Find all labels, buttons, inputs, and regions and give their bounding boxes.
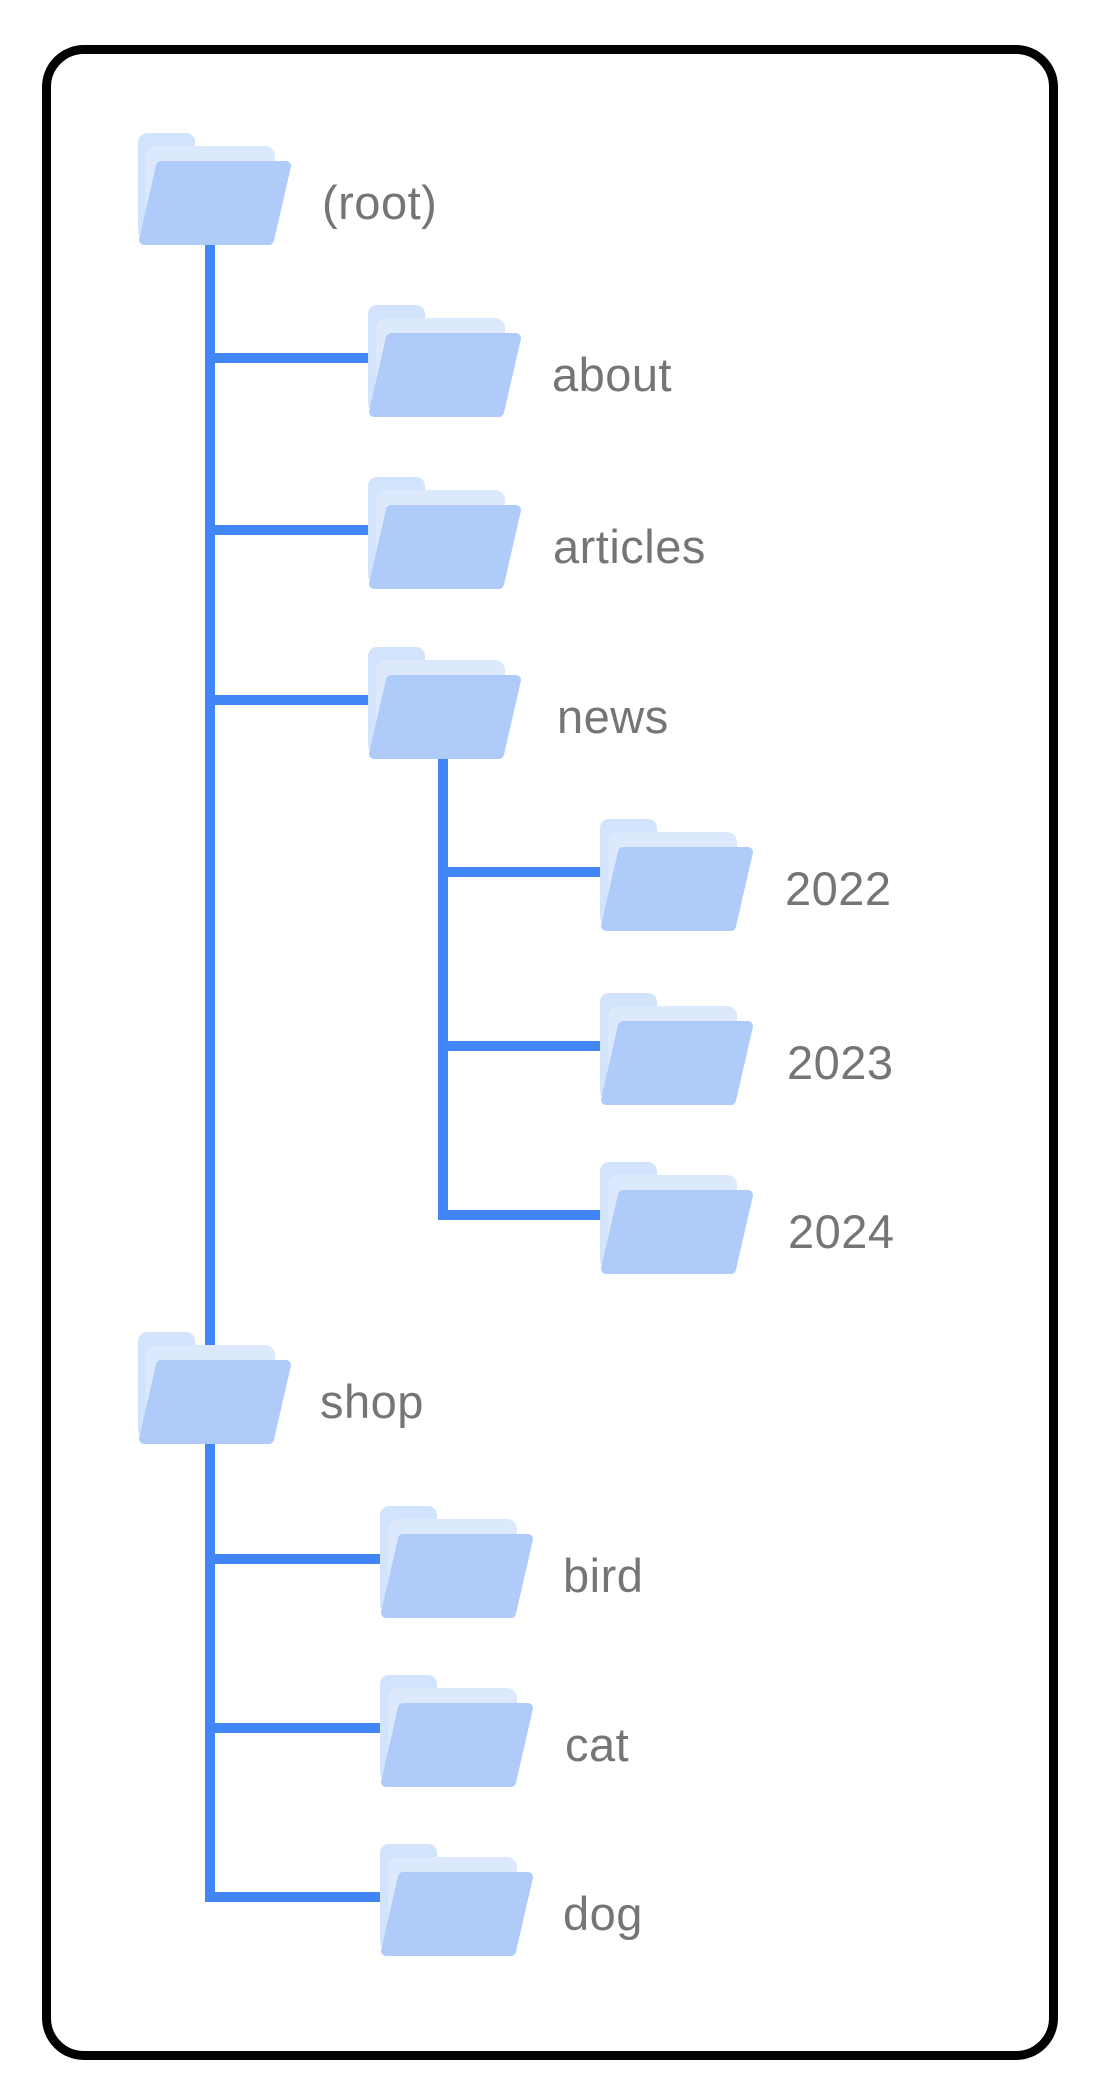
connector-branch-2023 [440,1041,612,1051]
connector-root-trunk [205,240,215,1902]
tree-node-shop [138,1332,293,1445]
connector-branch-bird [207,1554,392,1564]
node-label-bird: bird [563,1549,644,1602]
folder-icon [600,1162,753,1274]
folder-icon [138,133,291,245]
folder-icon [380,1506,533,1618]
node-label-news: news [557,690,669,743]
tree-node-2022 [600,819,755,932]
node-label-root: (root) [322,176,438,229]
node-label-2024: 2024 [788,1205,895,1258]
node-label-dog: dog [563,1887,643,1940]
folder-icon [380,1844,533,1956]
tree-node-cat [380,1675,535,1788]
tree-node-bird [380,1506,535,1619]
connector-branch-2024 [440,1210,612,1220]
folder-icon [600,819,753,931]
tree-node-news [368,647,523,760]
tree-node-articles [368,477,523,590]
tree-node-about [368,305,523,418]
connector-branch-about [207,353,382,363]
node-label-shop: shop [320,1375,424,1428]
node-label-about: about [552,348,673,401]
folder-icon [600,993,753,1105]
connector-branch-cat [207,1723,392,1733]
node-label-cat: cat [565,1718,630,1771]
tree-node-2024 [600,1162,755,1275]
connector-branch-news [207,695,382,705]
folder-icon [368,305,521,417]
connector-branch-articles [207,525,382,535]
folder-icon [138,1332,291,1444]
node-label-2023: 2023 [787,1036,894,1089]
connector-branch-2022 [440,867,612,877]
tree-node-dog [380,1844,535,1957]
connector-news-trunk [438,755,448,1220]
tree-node-root [138,133,293,246]
node-label-articles: articles [553,520,706,573]
folder-icon [368,647,521,759]
diagram-border [42,45,1058,2060]
node-label-2022: 2022 [785,862,892,915]
folder-icon [380,1675,533,1787]
connector-branch-dog [207,1892,392,1902]
tree-node-2023 [600,993,755,1106]
folder-icon [368,477,521,589]
